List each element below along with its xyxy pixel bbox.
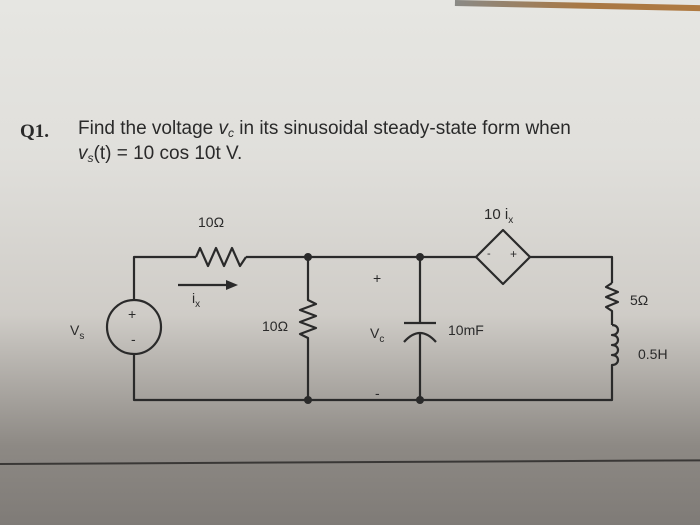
vc-label: Vc [370, 325, 385, 345]
vc-plus: + [373, 270, 382, 286]
source-plus: + [128, 306, 137, 322]
question-number: Q1. [20, 121, 50, 142]
source-minus: - [131, 331, 136, 347]
dependent-source [474, 228, 532, 286]
series-resistor [194, 246, 247, 268]
right-resistor [604, 282, 620, 325]
shunt-resistor [298, 257, 318, 400]
voltage-source [105, 298, 163, 356]
question-text-line2: vs(t) = 10 cos 10t V. [78, 143, 243, 165]
source-label: Vs [70, 322, 85, 342]
current-label: ix [192, 290, 201, 310]
current-arrow-head [226, 280, 238, 290]
dep-minus: - [487, 248, 491, 260]
wire-top-left [132, 255, 196, 300]
inductor-and-bottom-wire [132, 323, 620, 402]
question-text-line1: Find the voltage vc in its sinusoidal st… [78, 118, 571, 140]
capacitor-label: 10mF [448, 322, 484, 338]
wire-top-right [530, 255, 614, 283]
series-resistor-label: 10Ω [198, 214, 225, 230]
right-resistor-label: 5Ω [630, 292, 649, 308]
shunt-resistor-label: 10Ω [262, 318, 289, 334]
vc-minus: - [375, 385, 380, 401]
dep-plus: + [510, 247, 518, 261]
dependent-source-label: 10 ix [484, 206, 514, 226]
inductor-label: 0.5H [638, 346, 668, 362]
